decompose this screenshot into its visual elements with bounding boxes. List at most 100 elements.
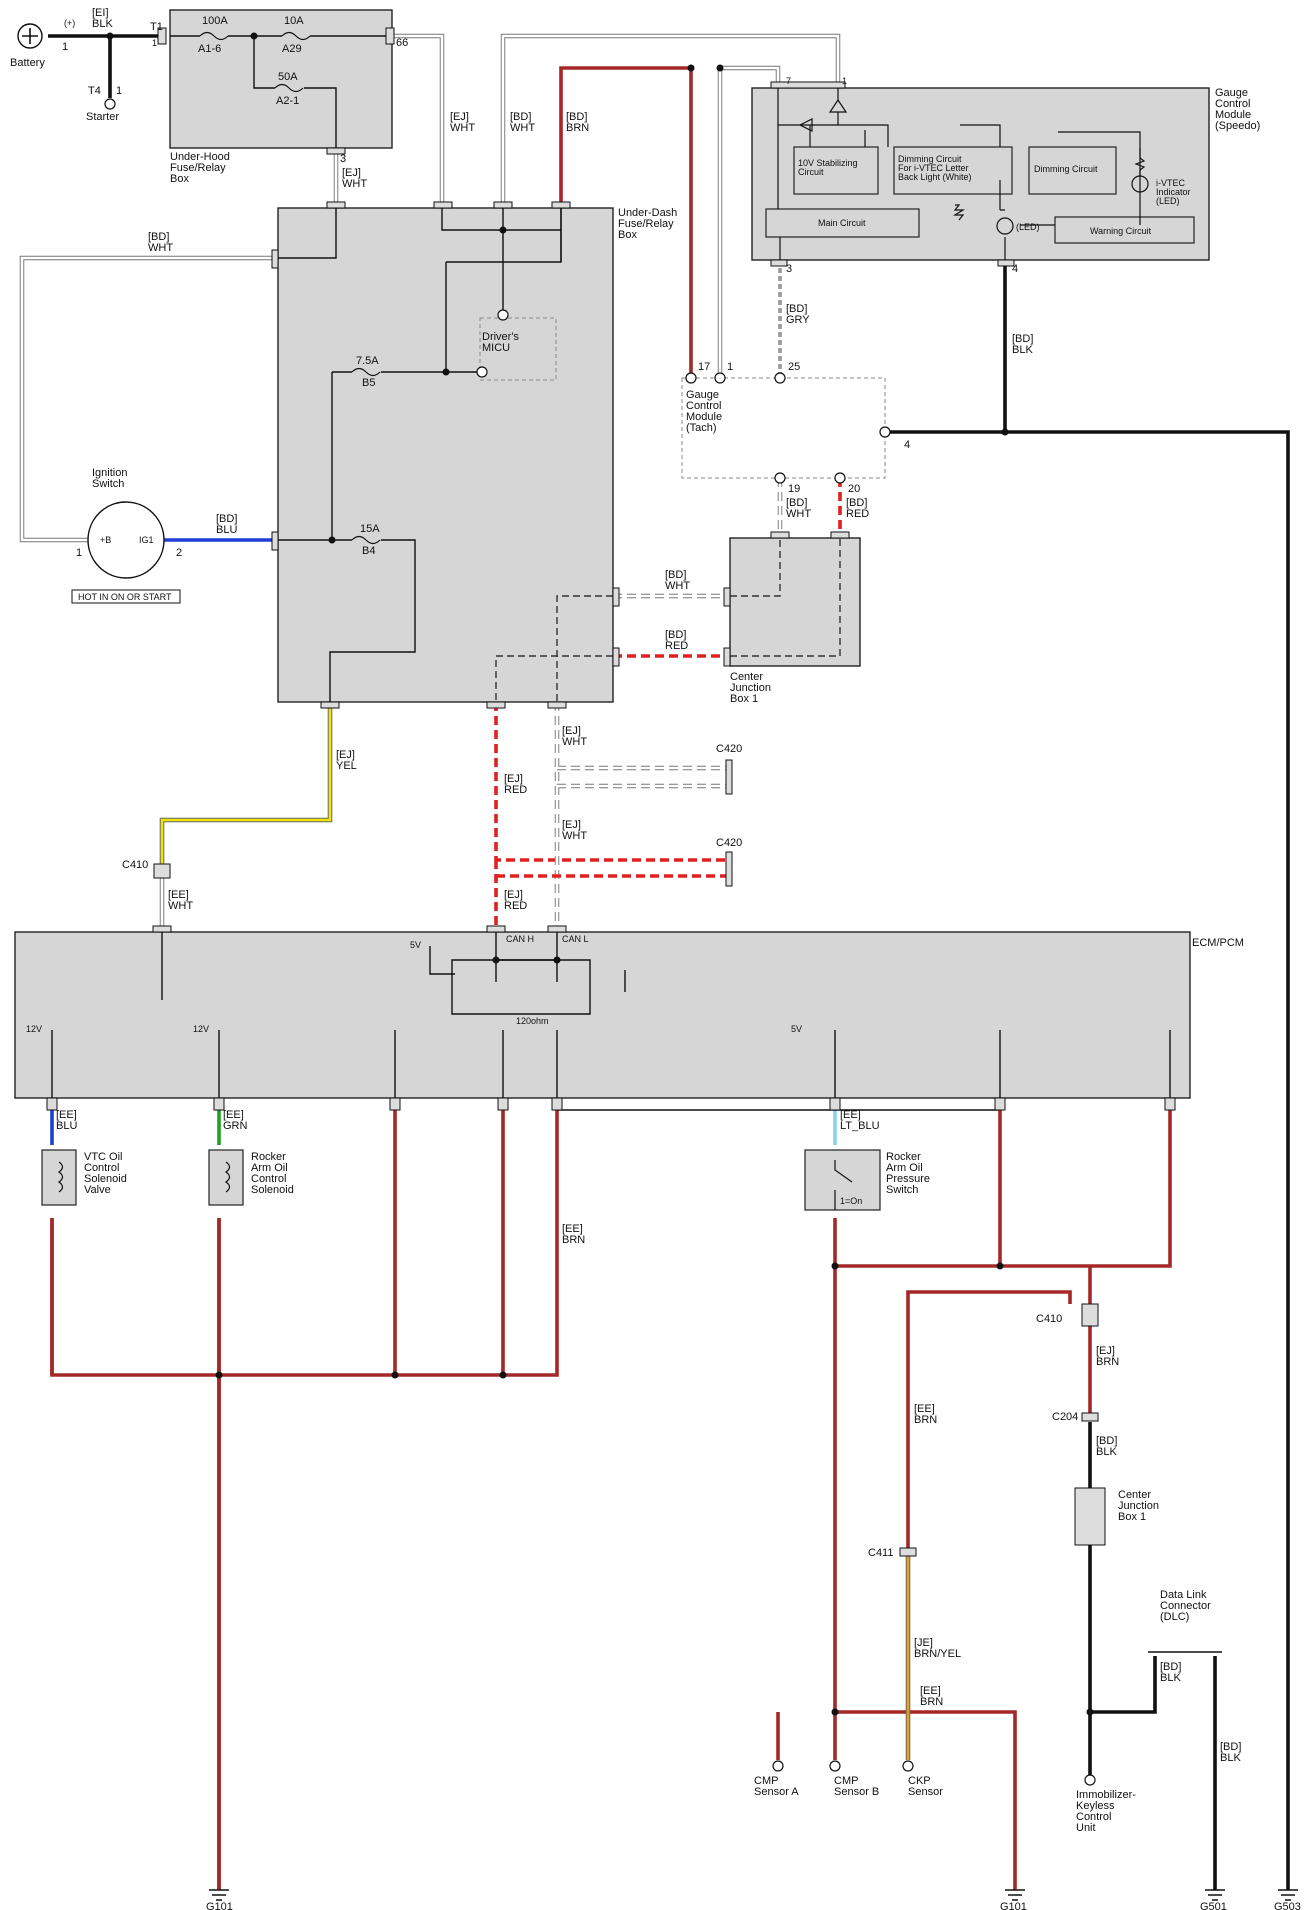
ground-icons <box>209 1889 1298 1901</box>
dimming-circuit <box>1028 146 1117 195</box>
starter-terminal <box>104 98 116 110</box>
gauge-tach-module <box>681 377 886 479</box>
ckp-terminal <box>902 1760 914 1772</box>
label-gauge-speedo-p3: 3 <box>786 263 792 275</box>
gauge-internals <box>777 88 1149 260</box>
label-wires-w-bd-brn: [BD]BRN <box>566 111 589 134</box>
label-ecm-v5b: 5V <box>791 1024 802 1034</box>
junction-dots <box>106 32 1094 1716</box>
wire-bd-blk-imm <box>1088 1545 1157 1775</box>
vtc-solenoid-icon <box>41 1149 77 1206</box>
warning-circuit <box>1054 216 1195 244</box>
label-ecm-title: ECM/PCM <box>1192 937 1244 949</box>
label-starter-pin: 1 <box>116 85 122 97</box>
label-underhood-pin66: 66 <box>396 37 408 49</box>
label-battery-polarity: (+) <box>64 18 75 28</box>
label-components-rps-state: 1=On <box>840 1196 862 1206</box>
label-wires-w-bd-red-h: [BD]RED <box>846 497 869 520</box>
label-underhood-f1id: A1-6 <box>198 43 221 55</box>
ecm-pcm-module <box>14 931 1191 1099</box>
underdash-can <box>495 595 613 702</box>
label-wires-w-ej-red1: [EJ]RED <box>504 773 527 796</box>
immobilizer-terminal <box>1084 1774 1096 1786</box>
label-wires-w-ee-grn: [EE]GRN <box>223 1109 248 1132</box>
wire-bd-brn <box>559 66 693 378</box>
label-wires-w-bd-wht-ign: [BD]WHT <box>148 231 173 254</box>
label-wires-w-bd-blk: [BD]BLK <box>1012 333 1033 356</box>
label-ignition-hot: HOT IN ON OR START <box>78 592 172 602</box>
wire-ej-yel <box>160 702 332 866</box>
fuse-icons <box>199 31 381 545</box>
wire-ee-brn-c411 <box>906 1290 1072 1550</box>
label-wires-w-ej-red2: [EJ]RED <box>504 889 527 912</box>
label-wires-w-bd-wht-h: [BD]WHT <box>786 497 811 520</box>
cmp-b-terminal <box>829 1760 841 1772</box>
label-gauge-speedo-warning: Warning Circuit <box>1090 226 1152 236</box>
pressure-switch-icon <box>804 1149 881 1211</box>
label-wires-w-bd-wht1: [BD]WHT <box>510 111 535 134</box>
label-gauge-tach-p17: 17 <box>698 361 710 373</box>
label-underhood-f3: 50A <box>278 71 298 83</box>
wire-brn-right-loop <box>833 1110 1172 1304</box>
cjb-internal <box>730 538 841 657</box>
label-gauge-speedo-led: (LED) <box>1016 222 1040 232</box>
label-wires-w-ee-brn1: [EE]BRN <box>562 1223 585 1246</box>
cjb-lower <box>1074 1487 1106 1546</box>
label-wires-w-je-brnyel: [JE]BRN/YEL <box>914 1637 961 1660</box>
label-connectors-c420a: C420 <box>716 743 742 755</box>
label-wires-w-ej-wht4: [EJ]WHT <box>562 819 587 842</box>
label-battery-label: Battery <box>10 57 45 69</box>
label-battery-wire: [EI]BLK <box>92 7 113 30</box>
label-wires-w-ee-brn3: [EE]BRN <box>920 1685 943 1708</box>
label-connectors-c420b: C420 <box>716 837 742 849</box>
connector-stubs <box>46 27 1176 1557</box>
label-starter-terminal: T4 <box>88 85 101 97</box>
label-gauge-tach-p19: 19 <box>788 483 800 495</box>
ecm-pin-stubs <box>51 1030 1171 1098</box>
wire-66-ud28 <box>392 33 445 205</box>
label-gauge-speedo-p7: 7 <box>786 76 791 86</box>
label-ecm-v12b: 12V <box>193 1024 209 1034</box>
label-grounds-g501: G501 <box>1200 1901 1227 1910</box>
label-connectors-c410a: C410 <box>122 859 148 871</box>
label-wires-w-ee-wht: [EE]WHT <box>168 889 193 912</box>
label-gauge-tach-p1: 1 <box>727 361 733 373</box>
micu-box <box>479 317 557 381</box>
label-connectors-c410b: C410 <box>1036 1313 1062 1325</box>
label-battery-pin: 1 <box>62 41 68 53</box>
label-underdash-fB5: 7.5A <box>356 355 379 367</box>
label-underhood-t1pin: 1 <box>152 38 157 48</box>
main-circuit <box>765 208 920 238</box>
label-wires-w-ej-yel: [EJ]YEL <box>336 749 357 772</box>
label-wires-w-bd-blu: [BD]BLU <box>216 513 237 536</box>
label-underhood-pin3: 3 <box>340 153 346 165</box>
label-wires-w-ee-brn2: [EE]BRN <box>914 1403 937 1426</box>
cmp-a-terminal <box>772 1760 784 1772</box>
center-junction-box-top <box>729 537 861 667</box>
label-underdash-fB4id: B4 <box>362 545 375 557</box>
label-underhood-t1: T1 <box>150 21 163 33</box>
battery-icon <box>17 23 43 49</box>
label-gauge-speedo-dim: Dimming Circuit <box>1034 164 1098 174</box>
stabilizing-circuit <box>793 146 879 195</box>
wire-brn-g101-left <box>50 1110 559 1890</box>
label-wires-w-ej-wht1: [EJ]WHT <box>450 111 475 134</box>
label-ignition-plusb: +B <box>100 535 111 545</box>
label-ecm-v5: 5V <box>410 940 421 950</box>
label-ecm-v12a: 12V <box>26 1024 42 1034</box>
label-grounds-g101a: G101 <box>206 1901 233 1910</box>
label-wires-w-ej-brn: [EJ]BRN <box>1096 1345 1119 1368</box>
